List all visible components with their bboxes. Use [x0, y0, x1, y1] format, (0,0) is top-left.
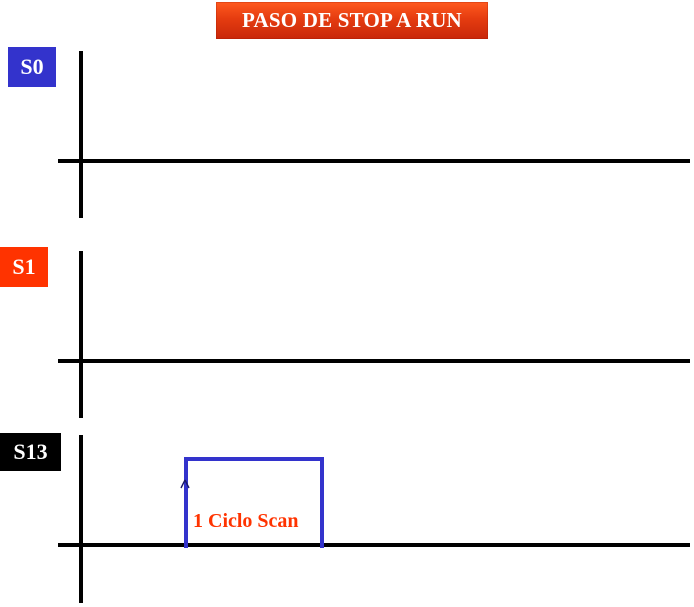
- s1-time-axis: [58, 359, 690, 363]
- diagram-title: PASO DE STOP A RUN: [216, 2, 488, 39]
- arrow-up-icon: [180, 479, 190, 489]
- signal-label-s13: S13: [0, 433, 61, 471]
- s1-vertical-axis: [79, 251, 83, 418]
- s0-vertical-axis: [79, 51, 83, 218]
- pulse-rising-edge: [184, 457, 188, 548]
- pulse-high-level: [184, 457, 324, 461]
- s13-time-axis: [58, 543, 690, 547]
- scan-cycle-label: 1 Ciclo Scan: [193, 510, 299, 532]
- pulse-falling-edge: [320, 457, 324, 548]
- signal-label-s1: S1: [0, 247, 48, 287]
- s0-time-axis: [58, 159, 690, 163]
- s13-vertical-axis: [79, 435, 83, 603]
- signal-label-s0: S0: [8, 47, 56, 87]
